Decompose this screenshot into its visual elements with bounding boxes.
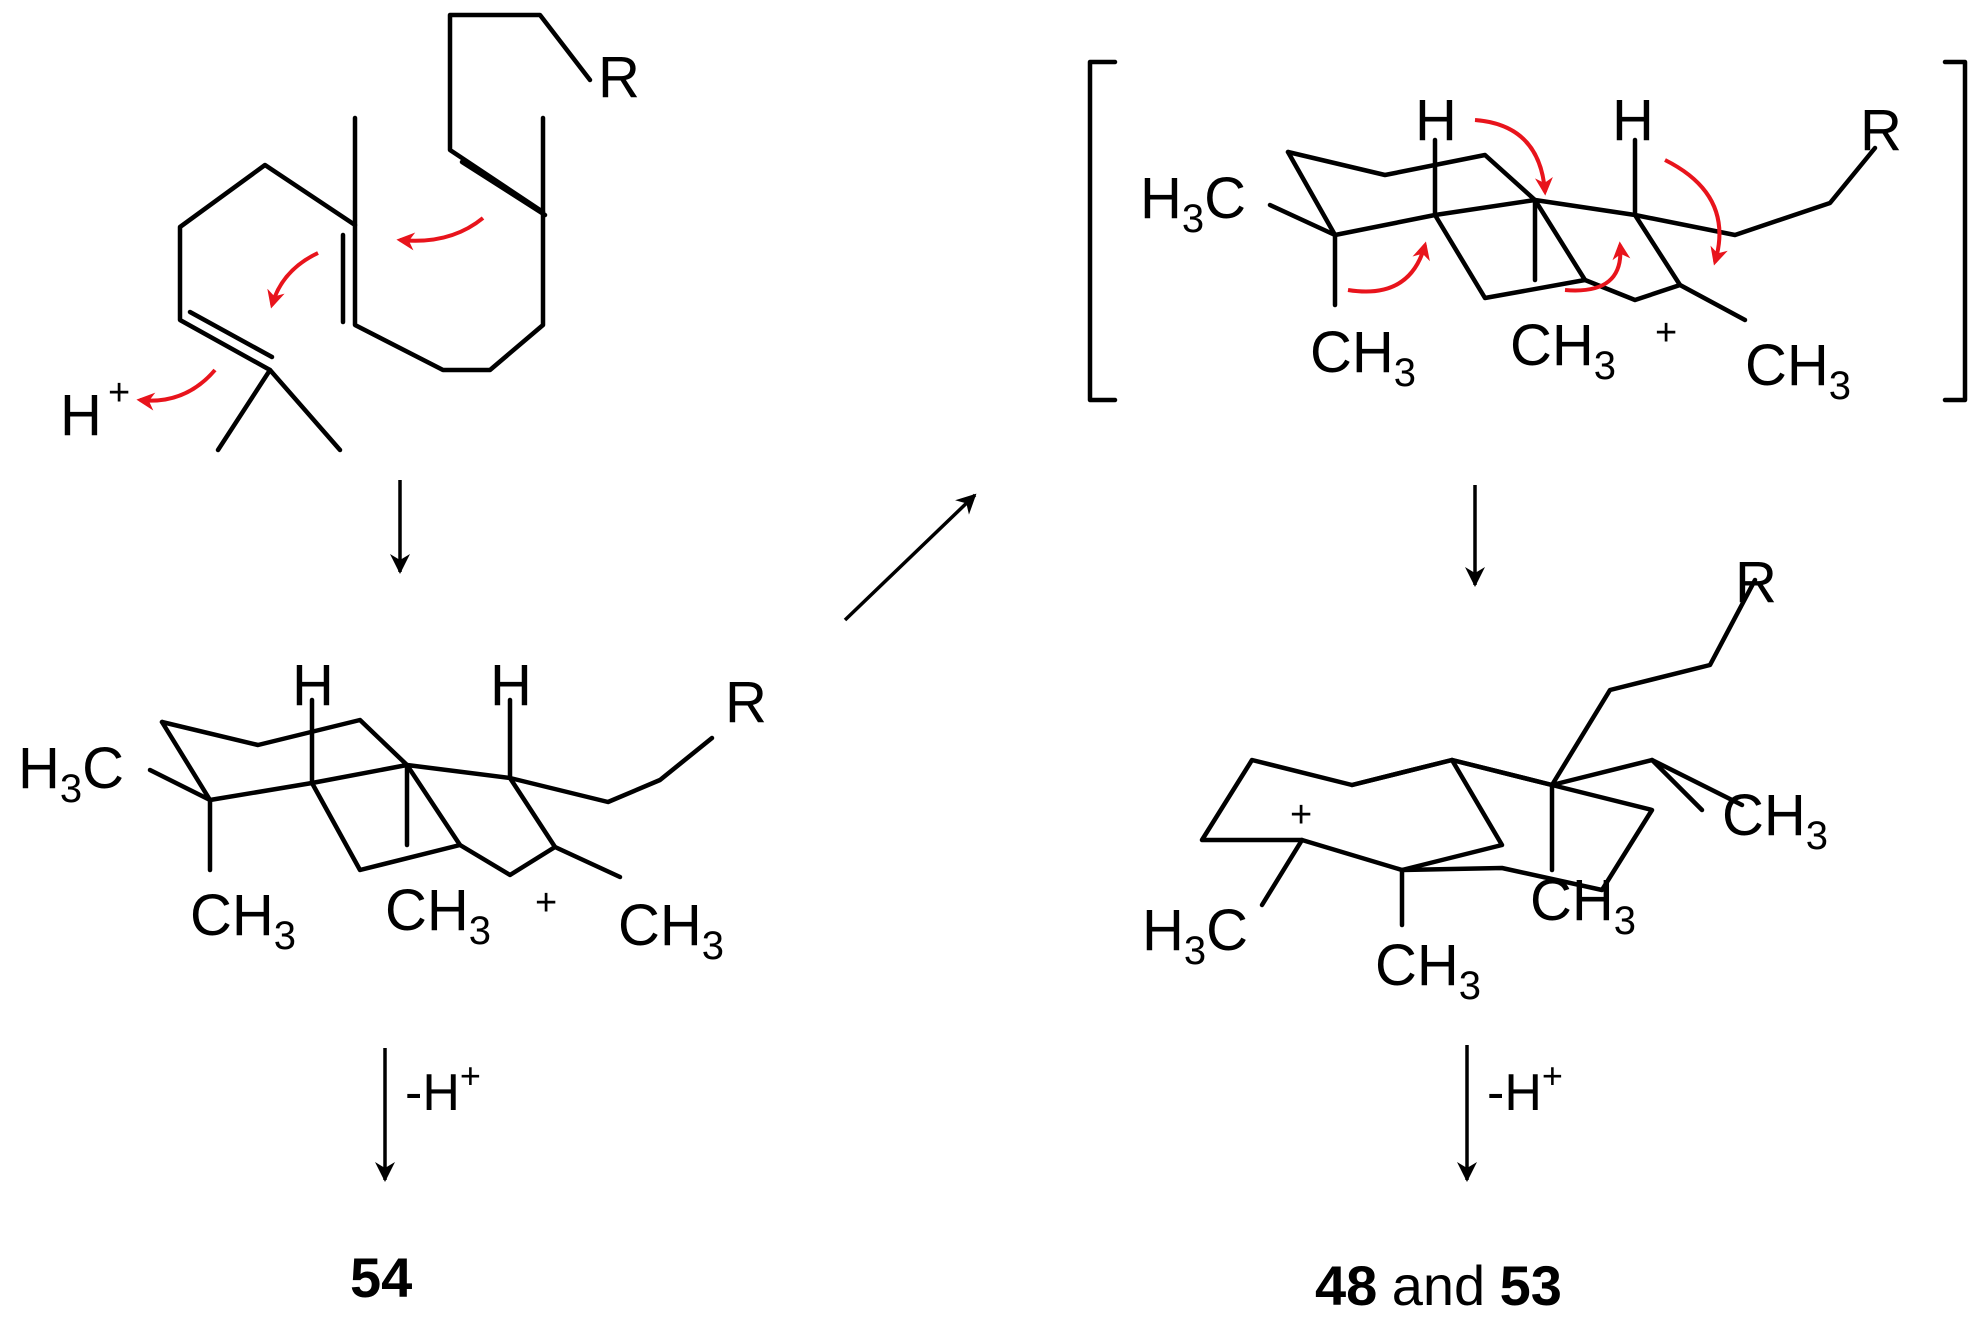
- bracketed-intermediate: H H R H3C CH3 CH3 + CH3: [1087, 59, 1968, 408]
- curly-arrow-methyl-shift-2: [1564, 241, 1631, 293]
- methyl-h3c-label: H3C: [1142, 898, 1248, 973]
- compound-numbers-48-53: 48 and 53: [1315, 1254, 1562, 1317]
- curly-arrow-hydride-shift-2: [1664, 158, 1728, 266]
- r-group-label: R: [1735, 550, 1777, 615]
- cation-charge: +: [1655, 312, 1677, 354]
- curly-arrow-methyl-shift-1: [1347, 241, 1430, 294]
- methyl-h3c-label: H3C: [1140, 166, 1246, 241]
- methyl-ch3-label: CH3: [618, 893, 724, 968]
- cation-charge: +: [1290, 794, 1312, 836]
- bicyclic-cation-left: H H R H3C CH3 CH3 + CH3: [18, 653, 767, 968]
- h-atom-2: H: [1612, 88, 1654, 153]
- right-bracket: [1942, 59, 1968, 403]
- curly-arrow-alkene-shift: [267, 251, 319, 309]
- proton-label: H: [60, 383, 102, 448]
- methyl-ch3-label: CH3: [1530, 868, 1636, 943]
- compound-number-54: 54: [350, 1246, 412, 1309]
- curly-arrow-alkene-attack: [396, 216, 485, 251]
- polyene-precursor: R H +: [60, 12, 640, 453]
- methyl-ch3-label: CH3: [1310, 320, 1416, 395]
- methyl-h3c-label: H3C: [18, 736, 124, 811]
- rearranged-cation: R + CH3 CH3 H3C CH3: [1142, 550, 1828, 1008]
- r-group-label: R: [1860, 98, 1902, 163]
- proton-charge: +: [108, 372, 130, 414]
- methyl-ch3-label: CH3: [385, 878, 491, 953]
- curly-arrow-proton: [136, 368, 217, 411]
- methyl-ch3-label: CH3: [1722, 783, 1828, 858]
- r-group-label: R: [598, 45, 640, 110]
- deprotonation-condition-right: -H+: [1487, 1055, 1563, 1122]
- h-atom-1: H: [292, 653, 334, 718]
- methyl-ch3-label: CH3: [190, 883, 296, 958]
- h-atom-2: H: [490, 653, 532, 718]
- r-group-label: R: [725, 670, 767, 735]
- methyl-ch3-label: CH3: [1745, 333, 1851, 408]
- deprotonation-condition-left: -H+: [405, 1055, 481, 1122]
- methyl-ch3-label: CH3: [1510, 313, 1616, 388]
- curly-arrow-hydride-shift-1: [1474, 118, 1553, 196]
- left-bracket: [1087, 59, 1118, 403]
- cation-charge: +: [535, 882, 557, 924]
- reaction-arrow-rearrangement: [843, 493, 977, 622]
- methyl-ch3-label: CH3: [1375, 933, 1481, 1008]
- h-atom-1: H: [1415, 88, 1457, 153]
